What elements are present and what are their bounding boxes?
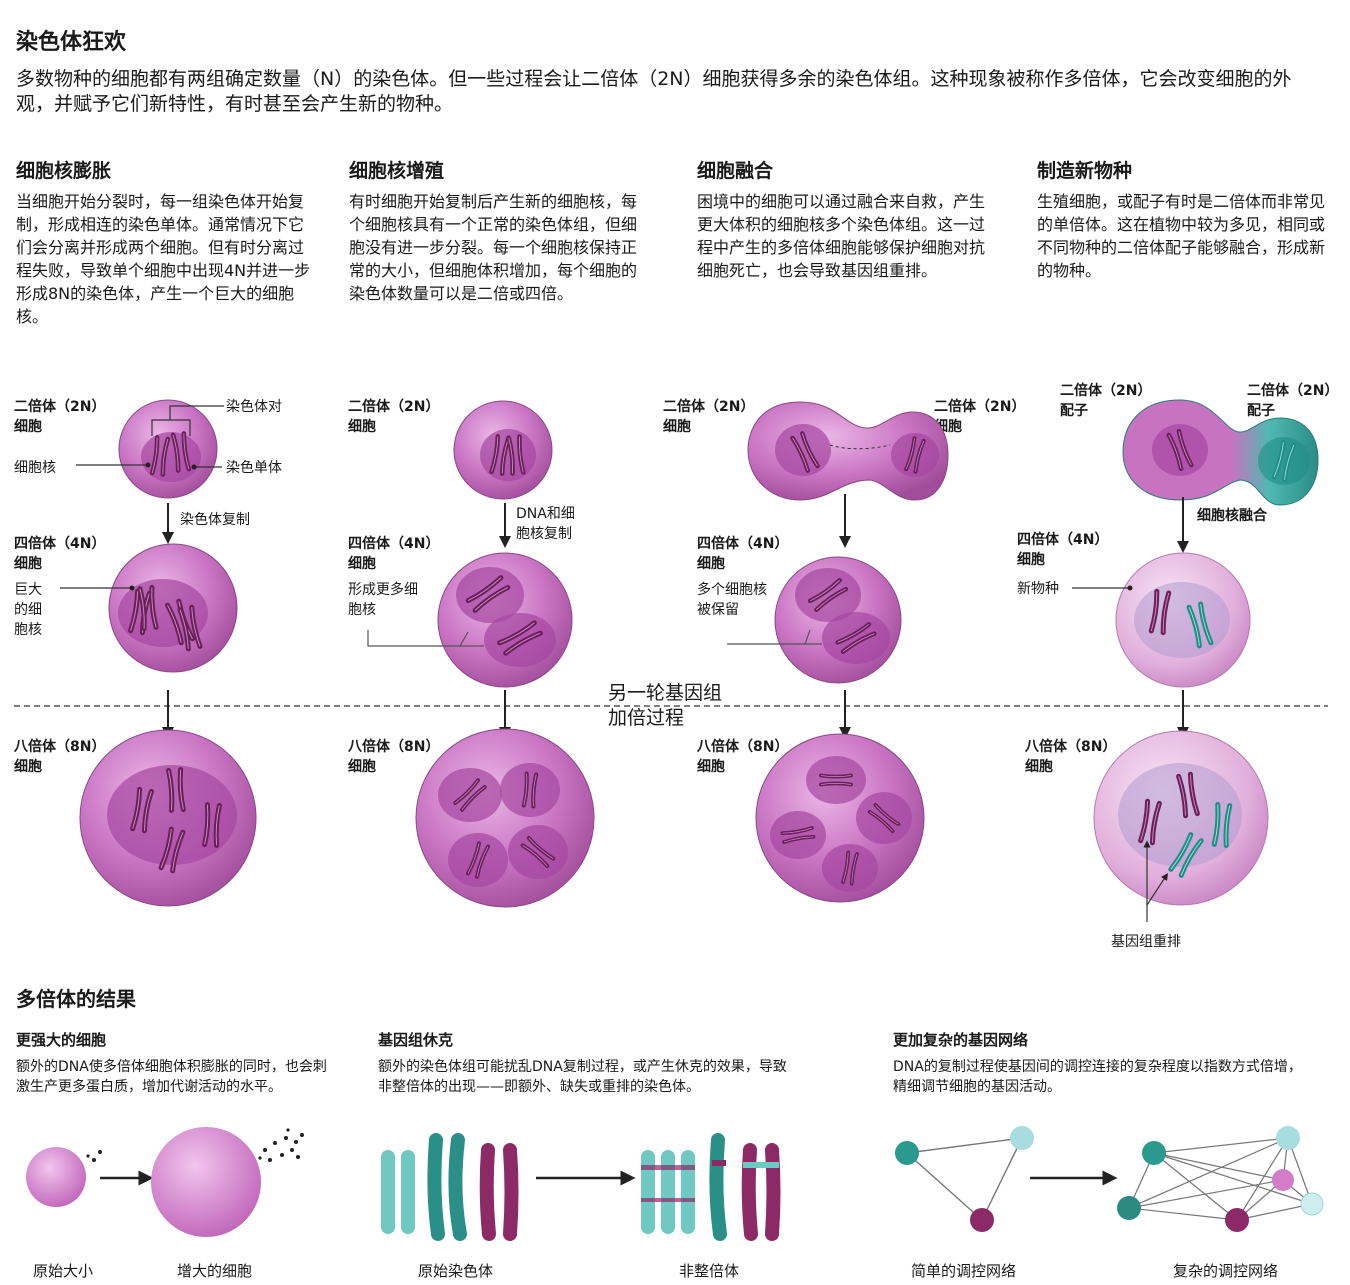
cell-octoploid-2 [415, 728, 595, 908]
cell-tetraploid-2 [437, 552, 573, 688]
label-giant-nucleus: 巨大 的细 胞核 [14, 582, 42, 638]
result3-caption-right: 复杂的调控网络 [1173, 1262, 1279, 1280]
result-protein-dots-large [258, 1128, 304, 1162]
cell-octoploid-1 [79, 729, 257, 907]
result2-text: 额外的染色体组可能扰乱DNA复制过程，或产生休克的效果，导致非整倍体的出现——即… [378, 1059, 787, 1095]
label-octoploid-3: 八倍体（8N） 细胞 [697, 739, 789, 775]
label-octoploid-4: 八倍体（8N） 细胞 [1025, 739, 1117, 775]
result2-caption-right: 非整倍体 [679, 1262, 740, 1280]
result-protein-dots-small [86, 1150, 102, 1162]
result3-text: DNA的复制过程使基因间的调控连接的复杂程度以指数方式倍增，精细调节细胞的基因活… [893, 1059, 1302, 1095]
result-cell-large [151, 1127, 261, 1237]
result3-caption-left: 简单的调控网络 [911, 1262, 1017, 1280]
cell-fusing-3 [747, 401, 949, 501]
label-tetraploid-1: 四倍体（4N） 细胞 [14, 536, 106, 572]
result2-caption-left: 原始染色体 [418, 1262, 494, 1280]
intro-text: 多数物种的细胞都有两组确定数量（N）的染色体。但一些过程会让二倍体（2N）细胞获… [16, 68, 1292, 115]
label-tetraploid-4: 四倍体（4N） 细胞 [1017, 532, 1109, 568]
label-dna-replication: DNA和细 胞核复制 [516, 506, 575, 542]
label-octoploid-2: 八倍体（8N） 细胞 [348, 739, 440, 775]
label-diploid-2: 二倍体（2N） 细胞 [348, 399, 440, 435]
label-nuclei-kept: 多个细胞核 被保留 [697, 582, 767, 618]
result1-caption-right: 增大的细胞 [177, 1262, 253, 1280]
col1-text: 当细胞开始分裂时，每一组染色体开始复制，形成相连的染色单体。通常情况下它们会分离… [16, 192, 311, 326]
label-nucleus-fusion: 细胞核融合 [1197, 508, 1267, 524]
result-cell-small [26, 1147, 86, 1207]
cell-diploid-1 [118, 399, 218, 499]
col2-title: 细胞核增殖 [349, 160, 445, 182]
result-aneuploid-chromosomes [641, 1133, 781, 1241]
result1-caption-left: 原始大小 [33, 1262, 94, 1280]
label-gamete-a: 二倍体（2N） 配子 [1060, 383, 1152, 419]
label-tetraploid-2: 四倍体（4N） 细胞 [348, 536, 440, 572]
label-chromosome-pair: 染色体对 [226, 399, 282, 415]
cell-diploid-2 [453, 400, 553, 500]
label-more-nuclei: 形成更多细 胞核 [348, 582, 418, 618]
result-original-chromosomes [381, 1133, 519, 1241]
label-diploid-3a: 二倍体（2N） 细胞 [663, 399, 755, 435]
cell-tetraploid-1 [108, 543, 238, 673]
label-genome-rearrangement: 基因组重排 [1111, 934, 1181, 950]
label-diploid-1: 二倍体（2N） 细胞 [14, 399, 106, 435]
label-chromatid: 染色单体 [226, 460, 282, 476]
cell-tetraploid-3 [774, 556, 902, 684]
cell-octoploid-3 [755, 733, 925, 903]
page-title: 染色体狂欢 [16, 30, 127, 55]
label-gamete-b: 二倍体（2N） 配子 [1247, 383, 1339, 419]
label-chromosome-replication: 染色体复制 [180, 512, 250, 528]
label-new-species: 新物种 [1017, 581, 1059, 597]
label-nucleus: 细胞核 [14, 460, 56, 476]
col4-title: 制造新物种 [1037, 160, 1133, 182]
result1-text: 额外的DNA使多倍体细胞体积膨胀的同时，也会刺激生产更多蛋白质，增加代谢活动的水… [16, 1059, 327, 1095]
cell-tetraploid-4 [1115, 552, 1251, 688]
results-title: 多倍体的结果 [16, 987, 136, 1011]
label-tetraploid-3: 四倍体（4N） 细胞 [697, 536, 789, 572]
col2-text: 有时细胞开始复制后产生新的细胞核，每个细胞核具有一个正常的染色体组，但细胞没有进… [349, 192, 638, 303]
col3-text: 困境中的细胞可以通过融合来自救，产生更大体积的细胞核多个染色体组。这一过程中产生… [697, 192, 986, 280]
col3-title: 细胞融合 [697, 160, 774, 182]
cell-octoploid-4 [1093, 730, 1269, 906]
label-octoploid-1: 八倍体（8N） 细胞 [14, 739, 106, 775]
col4-text: 生殖细胞，或配子有时是二倍体而非常见的单倍体。这在植物中较为多见，相同或不同物种… [1037, 192, 1326, 280]
result1-title: 更强大的细胞 [16, 1031, 107, 1049]
result3-title: 更加复杂的基因网络 [893, 1031, 1029, 1049]
result-simple-network [906, 1137, 1023, 1221]
col1-title: 细胞核膨胀 [16, 160, 112, 182]
cell-gametes-fusing-4 [1122, 399, 1319, 506]
result2-title: 基因组休克 [378, 1031, 454, 1049]
